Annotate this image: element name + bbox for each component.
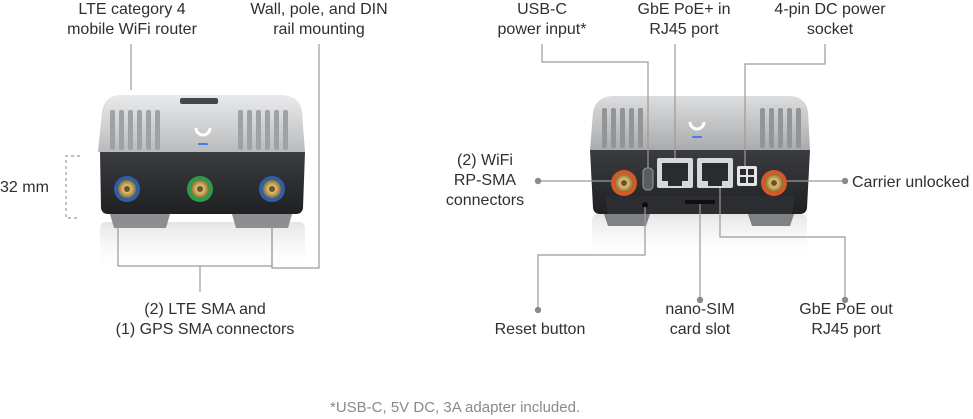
- rj45-poe-out-port: [697, 158, 733, 188]
- label-height-text: 32 mm: [0, 179, 49, 196]
- footnote-text: *USB-C, 5V DC, 3A adapter included.: [330, 399, 581, 416]
- leader-lines: [65, 44, 846, 310]
- label-wifi-rpsma-line3: connectors: [445, 192, 525, 209]
- label-wifi-rpsma-line1: (2) WiFi: [457, 152, 513, 169]
- label-carrier: Carrier unlocked: [852, 173, 969, 193]
- label-lte-router-line2: mobile WiFi router: [67, 21, 197, 38]
- wifi-rp-sma-connector-1: [611, 170, 637, 196]
- label-lte-sma: (2) LTE SMA and (1) GPS SMA connectors: [110, 300, 300, 340]
- leader-reset: [537, 207, 646, 310]
- label-gbe-poe-in-line1: GbE PoE+ in: [637, 1, 731, 18]
- leader-height: [65, 155, 80, 219]
- label-gbe-poe-in-line2: RJ45 port: [649, 21, 719, 38]
- label-usbc: USB-C power input*: [478, 0, 606, 40]
- label-usbc-line2: power input*: [497, 21, 587, 38]
- label-wifi-rpsma: (2) WiFi RP-SMA connectors: [440, 151, 530, 211]
- lte-sma-connector-2: [259, 176, 285, 202]
- label-wifi-rpsma-line2: RP-SMA: [453, 172, 517, 189]
- leader-endpoints: [534, 177, 849, 314]
- wifi-rp-sma-connector-2: [761, 170, 787, 196]
- leader-lte-sma: [117, 228, 273, 267]
- label-carrier-text: Carrier unlocked: [852, 174, 970, 191]
- label-reset-text: Reset button: [494, 321, 586, 338]
- label-mounting: Wall, pole, and DIN rail mounting: [238, 0, 400, 40]
- gps-sma-connector: [187, 176, 213, 202]
- label-lte-router-line1: LTE category 4: [78, 1, 186, 18]
- lte-sma-connector-1: [114, 176, 140, 202]
- label-reset: Reset button: [484, 320, 596, 340]
- footnote: *USB-C, 5V DC, 3A adapter included.: [330, 399, 580, 416]
- label-gbe-poe-out-line2: RJ45 port: [811, 321, 881, 338]
- nano-sim-slot: [685, 200, 715, 204]
- label-lte-sma-line1: (2) LTE SMA and: [144, 301, 266, 318]
- label-dc-power-line2: socket: [806, 21, 854, 38]
- label-lte-sma-line2: (1) GPS SMA connectors: [115, 321, 295, 338]
- leader-poe-out: [719, 188, 846, 300]
- label-height: 32 mm: [0, 178, 49, 198]
- label-gbe-poe-out-line1: GbE PoE out: [799, 301, 893, 318]
- usb-c-port: [642, 167, 654, 191]
- label-nano-sim-line2: card slot: [669, 321, 731, 338]
- label-gbe-poe-in: GbE PoE+ in RJ45 port: [624, 0, 744, 40]
- dc-power-socket: [737, 166, 757, 186]
- label-dc-power-line1: 4-pin DC power: [774, 1, 886, 18]
- leader-dc: [744, 44, 826, 166]
- label-lte-router: LTE category 4 mobile WiFi router: [52, 0, 212, 40]
- label-mounting-line2: rail mounting: [273, 21, 365, 38]
- label-nano-sim-line1: nano-SIM: [665, 301, 735, 318]
- label-nano-sim: nano-SIM card slot: [650, 300, 750, 340]
- leader-usbc: [541, 44, 649, 168]
- label-dc-power: 4-pin DC power socket: [770, 0, 890, 40]
- label-usbc-line1: USB-C: [517, 1, 567, 18]
- rj45-poe-in-port: [657, 158, 693, 188]
- lte-router-device: [98, 95, 305, 272]
- label-mounting-line1: Wall, pole, and DIN: [250, 1, 388, 18]
- label-gbe-poe-out: GbE PoE out RJ45 port: [790, 300, 902, 340]
- reset-button: [642, 202, 648, 208]
